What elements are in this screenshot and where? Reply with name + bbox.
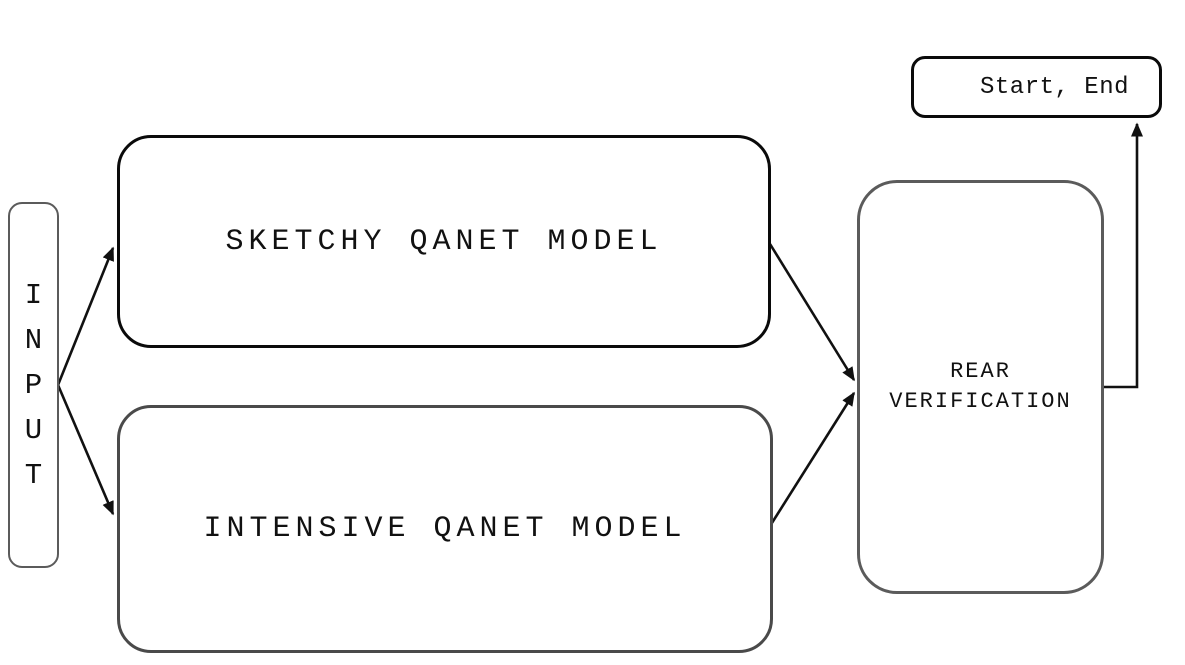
arrow-intensive-to-rear — [768, 391, 856, 527]
node-input: I N P U T — [8, 202, 59, 568]
node-rear-label: REAR VERIFICATION — [889, 359, 1072, 414]
node-rear-verification: REAR VERIFICATION — [857, 180, 1104, 594]
node-start-end: Start, End — [911, 56, 1162, 118]
node-sketchy-qanet-model: SKETCHY QANET MODEL — [117, 135, 771, 348]
node-input-label: I N P U T — [24, 278, 43, 492]
node-sketchy-label: SKETCHY QANET MODEL — [225, 224, 663, 259]
node-start-end-label: Start, End — [979, 73, 1130, 101]
node-intensive-qanet-model: INTENSIVE QANET MODEL — [117, 405, 773, 653]
arrow-input-to-intensive — [56, 384, 115, 516]
arrow-rear-to-start-end — [1103, 122, 1143, 389]
arrow-sketchy-to-rear — [768, 243, 856, 382]
node-intensive-label: INTENSIVE QANET MODEL — [203, 512, 687, 546]
arrow-input-to-sketchy — [56, 246, 115, 386]
